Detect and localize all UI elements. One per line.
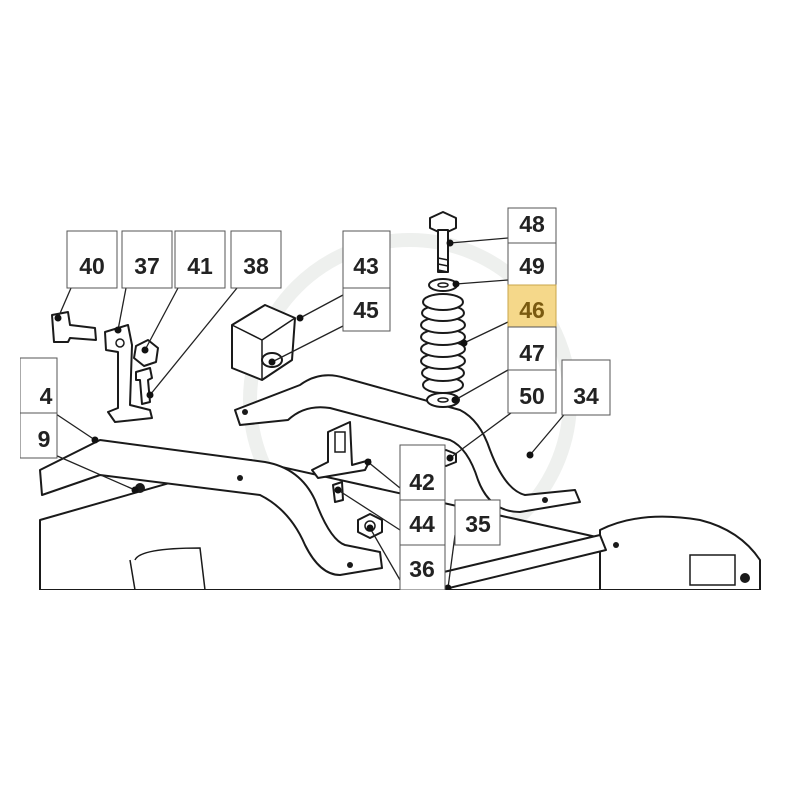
- callout-label: 35: [465, 511, 491, 537]
- callout-40[interactable]: 40: [66, 230, 118, 289]
- bolt-38: [135, 367, 153, 405]
- callout-label: 9: [38, 426, 51, 452]
- callout-label: 4: [40, 383, 53, 409]
- callout-label: 45: [353, 297, 379, 323]
- leader-lines: [49, 237, 569, 589]
- callout-label: 34: [573, 383, 599, 409]
- callout-48[interactable]: 48: [507, 207, 557, 244]
- callout-label: 40: [79, 253, 105, 279]
- callout-label: 37: [134, 253, 160, 279]
- callout-label: 48: [519, 211, 545, 237]
- callout-label: 36: [409, 556, 435, 582]
- callout-41[interactable]: 41: [174, 230, 226, 289]
- callout-4[interactable]: 4: [19, 357, 58, 414]
- callout-label: 42: [409, 469, 435, 495]
- callout-37[interactable]: 37: [121, 230, 173, 289]
- callout-label: 47: [519, 340, 545, 366]
- callout-35[interactable]: 35: [454, 499, 501, 546]
- callout-36[interactable]: 36: [399, 544, 446, 591]
- callout-42[interactable]: 42: [399, 444, 446, 501]
- bumper-block-43: [231, 304, 296, 381]
- callout-44[interactable]: 44: [399, 499, 446, 546]
- bracket-42: [311, 421, 371, 479]
- washer-47: [426, 392, 460, 408]
- callout-label: 41: [187, 253, 213, 279]
- bottom-crop: [0, 590, 800, 800]
- spring-46: [420, 293, 466, 394]
- callout-label: 50: [519, 383, 545, 409]
- callout-34[interactable]: 34: [561, 359, 611, 416]
- callout-label: 43: [353, 253, 379, 279]
- left-crop: [0, 350, 20, 590]
- callout-label: 46: [519, 297, 545, 323]
- callout-49[interactable]: 49: [507, 242, 557, 286]
- callout-label: 49: [519, 253, 545, 279]
- callout-47[interactable]: 47: [507, 326, 557, 371]
- right-frame-rail: [234, 374, 581, 513]
- bracket-37: [104, 324, 153, 423]
- bolt-48: [429, 211, 457, 273]
- callout-43[interactable]: 43: [342, 230, 391, 289]
- leader-dots: [54, 239, 534, 592]
- callout-label: 38: [243, 253, 269, 279]
- callout-38[interactable]: 38: [230, 230, 282, 289]
- callout-label: 44: [409, 511, 435, 537]
- callout-45[interactable]: 45: [342, 287, 391, 332]
- callout-50[interactable]: 50: [507, 369, 557, 414]
- bolt-40: [51, 311, 97, 343]
- callout-9[interactable]: 9: [19, 412, 58, 459]
- callout-46[interactable]: 46: [507, 284, 557, 328]
